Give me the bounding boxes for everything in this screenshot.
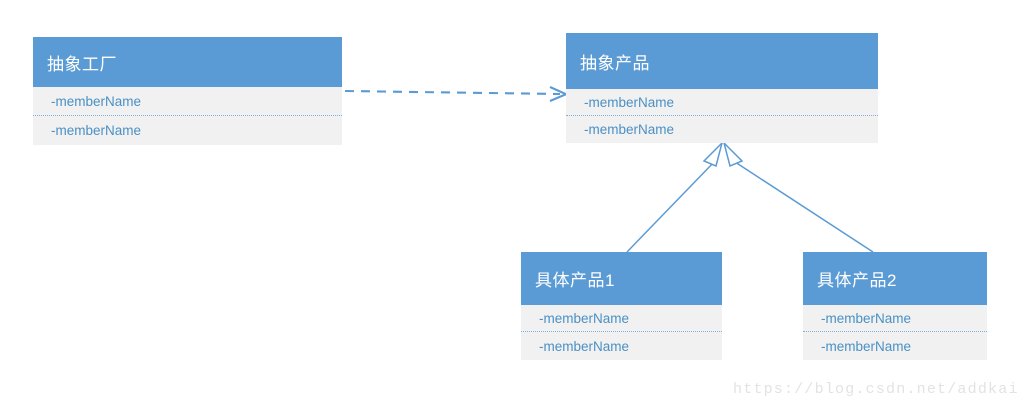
uml-class-name: 抽象产品 — [580, 53, 650, 73]
uml-attribute-label: -memberName — [539, 310, 630, 326]
edge-generalization-product1-to-abstract — [626, 140, 724, 253]
uml-attribute-label: -memberName — [51, 123, 142, 138]
uml-attribute-label: -memberName — [51, 93, 142, 109]
uml-attribute-row: -memberName — [566, 116, 878, 143]
uml-attribute-row: -memberName — [521, 305, 722, 332]
uml-class-concrete-product-1[interactable]: 具体产品1 -memberName -memberName — [521, 252, 722, 360]
uml-class-abstract-factory[interactable]: 抽象工厂 -memberName -memberName — [33, 37, 342, 145]
uml-class-name: 具体产品2 — [817, 271, 897, 290]
dependency-line — [344, 89, 561, 96]
uml-attribute-row: -memberName — [521, 332, 722, 360]
uml-attribute-label: -memberName — [821, 338, 912, 354]
uml-class-attributes: -memberName -memberName — [33, 87, 342, 145]
uml-attribute-row: -memberName — [33, 116, 342, 145]
uml-class-header: 抽象工厂 — [33, 37, 342, 87]
uml-class-header: 抽象产品 — [566, 33, 878, 89]
uml-class-header: 具体产品2 — [803, 252, 987, 305]
uml-attribute-label: -memberName — [584, 122, 675, 137]
uml-class-header: 具体产品1 — [521, 252, 722, 305]
watermark-text: https://blog.csdn.net/addkai — [733, 381, 1018, 398]
uml-attribute-row: -memberName — [566, 89, 878, 116]
uml-class-name: 具体产品1 — [535, 271, 615, 290]
uml-class-attributes: -memberName -memberName — [803, 305, 987, 360]
uml-attribute-label: -memberName — [584, 94, 675, 110]
uml-class-attributes: -memberName -memberName — [521, 305, 722, 360]
uml-class-name: 抽象工厂 — [47, 54, 117, 74]
uml-attribute-label: -memberName — [539, 338, 630, 354]
uml-attribute-row: -memberName — [803, 332, 987, 360]
uml-class-concrete-product-2[interactable]: 具体产品2 -memberName -memberName — [803, 252, 987, 360]
uml-class-attributes: -memberName -memberName — [566, 89, 878, 143]
open-arrowhead-icon — [549, 86, 569, 102]
hollow-triangle-arrowhead-icon — [722, 140, 744, 168]
edge-generalization-product2-to-abstract — [722, 140, 874, 253]
generalization-line — [626, 159, 717, 253]
generalization-line — [731, 159, 874, 253]
uml-attribute-label: -memberName — [821, 310, 912, 326]
uml-attribute-row: -memberName — [33, 87, 342, 116]
edge-dependency-factory-to-product — [344, 86, 569, 102]
hollow-triangle-arrowhead-icon — [702, 140, 724, 168]
uml-attribute-row: -memberName — [803, 305, 987, 332]
uml-class-abstract-product[interactable]: 抽象产品 -memberName -memberName — [566, 33, 878, 143]
